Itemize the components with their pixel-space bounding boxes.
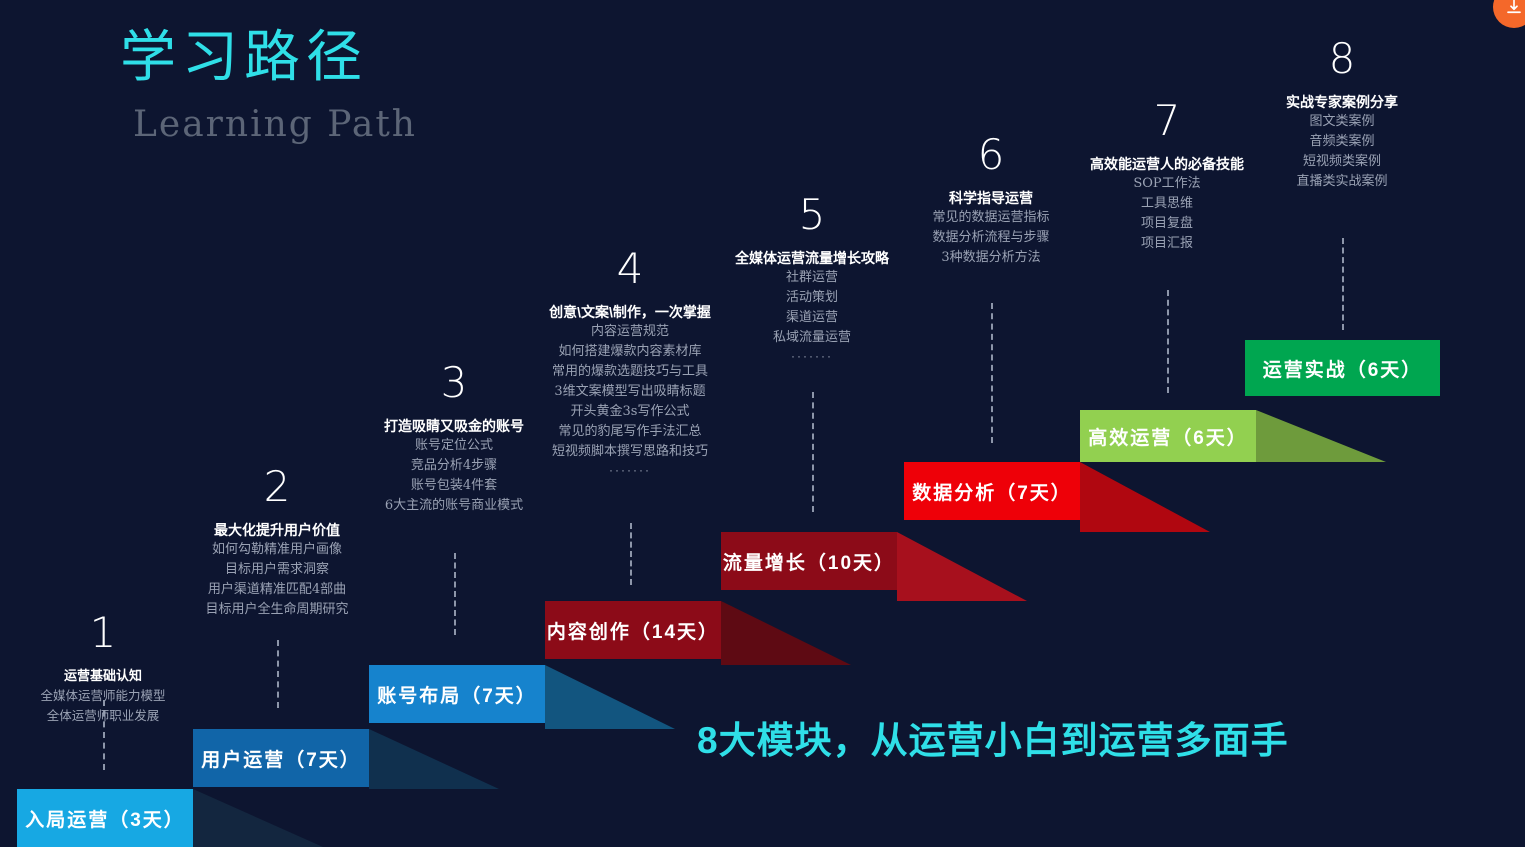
step-box-label: 用户运营（7天） (201, 749, 361, 771)
step-sub-item: 图文类案例 (1309, 114, 1375, 129)
step-connector-1 (103, 700, 105, 770)
step-sub-item: SOP工作法 (1133, 176, 1201, 191)
step-sub-item: 内容运营规范 (590, 324, 669, 339)
page-title-en: Learning Path (133, 104, 417, 145)
step-box-5[interactable]: 流量增长（10天） (721, 532, 897, 590)
step-connector-8 (1342, 238, 1344, 330)
step-heading: 打造吸睛又吸金的账号 (384, 418, 524, 434)
step-sub-item: 工具思维 (1140, 196, 1193, 211)
step-number: 6 (977, 130, 1005, 179)
step-connector-3 (454, 553, 456, 635)
step-box-label: 运营实战（6天） (1262, 359, 1423, 381)
step-number: 4 (616, 244, 644, 293)
step-sub-item: 项目复盘 (1140, 216, 1193, 231)
step-sub-item: 竞品分析4步骤 (410, 458, 498, 473)
step-riser-2 (369, 729, 499, 789)
step-box-label: 内容创作（14天） (546, 621, 720, 643)
step-heading: 科学指导运营 (949, 190, 1033, 206)
step-sub-item: 如何勾勒精准用户画像 (211, 542, 342, 557)
step-number: 3 (440, 358, 468, 407)
step-riser-4 (721, 601, 851, 665)
step-sub-item: 账号包装4件套 (410, 478, 498, 493)
step-sub-item: 项目汇报 (1140, 236, 1193, 251)
step-box-4[interactable]: 内容创作（14天） (545, 601, 721, 659)
step-sub-item: 全体运营师职业发展 (46, 708, 160, 723)
step-box-8[interactable]: 运营实战（6天） (1245, 340, 1440, 396)
step-riser-3 (545, 665, 675, 729)
step-number: 5 (798, 190, 826, 239)
step-sub-item: 私域流量运营 (772, 330, 851, 345)
download-circle-icon[interactable] (1493, 0, 1525, 28)
step-box-label: 流量增长（10天） (722, 552, 896, 574)
step-sub-item: 常见的数据运营指标 (932, 210, 1050, 225)
step-sub-item: 3维文案模型写出吸睛标题 (554, 384, 706, 399)
step-connector-4 (630, 523, 632, 585)
step-heading: 高效能运营人的必备技能 (1090, 156, 1244, 172)
step-box-label: 高效运营（6天） (1088, 427, 1248, 449)
step-heading: 运营基础认知 (63, 668, 142, 683)
step-sub-item: 用户渠道精准匹配4部曲 (207, 582, 347, 597)
step-number: 8 (1328, 34, 1356, 83)
step-box-7[interactable]: 高效运营（6天） (1080, 410, 1256, 462)
page-title-zh: 学习路径 (120, 25, 368, 90)
step-number: 1 (89, 608, 117, 657)
step-riser-1 (193, 789, 323, 847)
step-sub-item: 渠道运营 (785, 310, 838, 325)
step-sub-item: 常用的爆款选题技巧与工具 (551, 364, 708, 379)
step-box-2[interactable]: 用户运营（7天） (193, 729, 369, 787)
step-sub-item: 活动策划 (785, 290, 838, 305)
step-riser-5 (897, 532, 1027, 601)
step-sub-item: 目标用户全生命周期研究 (205, 602, 349, 617)
step-connector-5 (812, 392, 814, 512)
step-sub-item: 6大主流的账号商业模式 (384, 498, 524, 513)
step-sub-item: 短视频脚本撰写思路和技巧 (551, 444, 708, 459)
step-number: 2 (263, 462, 291, 511)
step-sub-item: 常见的豹尾写作手法汇总 (558, 424, 702, 439)
step-heading: 全媒体运营流量增长攻略 (735, 250, 889, 266)
step-box-label: 数据分析（7天） (912, 482, 1072, 504)
step-sub-item: 直播类实战案例 (1296, 174, 1388, 189)
step-box-1[interactable]: 入局运营（3天） (17, 789, 193, 847)
tagline: 8大模块，从运营小白到运营多面手 (697, 720, 1289, 761)
step-sub-item: 全媒体运营师能力模型 (40, 688, 166, 703)
step-sub-item: 开头黄金3s写作公式 (570, 404, 690, 419)
step-sub-item: 如何搭建爆款内容素材库 (558, 344, 702, 359)
step-sub-item: 账号定位公式 (414, 438, 493, 453)
step-riser-7 (1256, 410, 1386, 462)
step-riser-6 (1080, 462, 1210, 532)
step-sub-item: 社群运营 (785, 270, 838, 285)
step-box-3[interactable]: 账号布局（7天） (369, 665, 545, 723)
step-connector-6 (991, 303, 993, 443)
step-box-label: 账号布局（7天） (377, 685, 537, 707)
step-heading: 创意\文案\制作，一次掌握 (549, 304, 711, 320)
step-heading: 最大化提升用户价值 (214, 522, 340, 538)
step-sub-item: 目标用户需求洞察 (224, 562, 329, 577)
step-number: 7 (1153, 96, 1181, 145)
step-connector-2 (277, 640, 279, 708)
step-box-label: 入局运营（3天） (25, 809, 185, 831)
step-more-dots: ······· (791, 349, 833, 363)
step-sub-item: 3种数据分析方法 (941, 250, 1041, 265)
step-heading: 实战专家案例分享 (1286, 94, 1398, 110)
step-box-6[interactable]: 数据分析（7天） (904, 462, 1080, 520)
step-sub-item: 数据分析流程与步骤 (932, 230, 1050, 245)
step-sub-item: 音频类案例 (1309, 134, 1375, 149)
step-connector-7 (1167, 290, 1169, 393)
step-more-dots: ······· (609, 463, 651, 477)
step-sub-item: 短视频类案例 (1302, 154, 1381, 169)
